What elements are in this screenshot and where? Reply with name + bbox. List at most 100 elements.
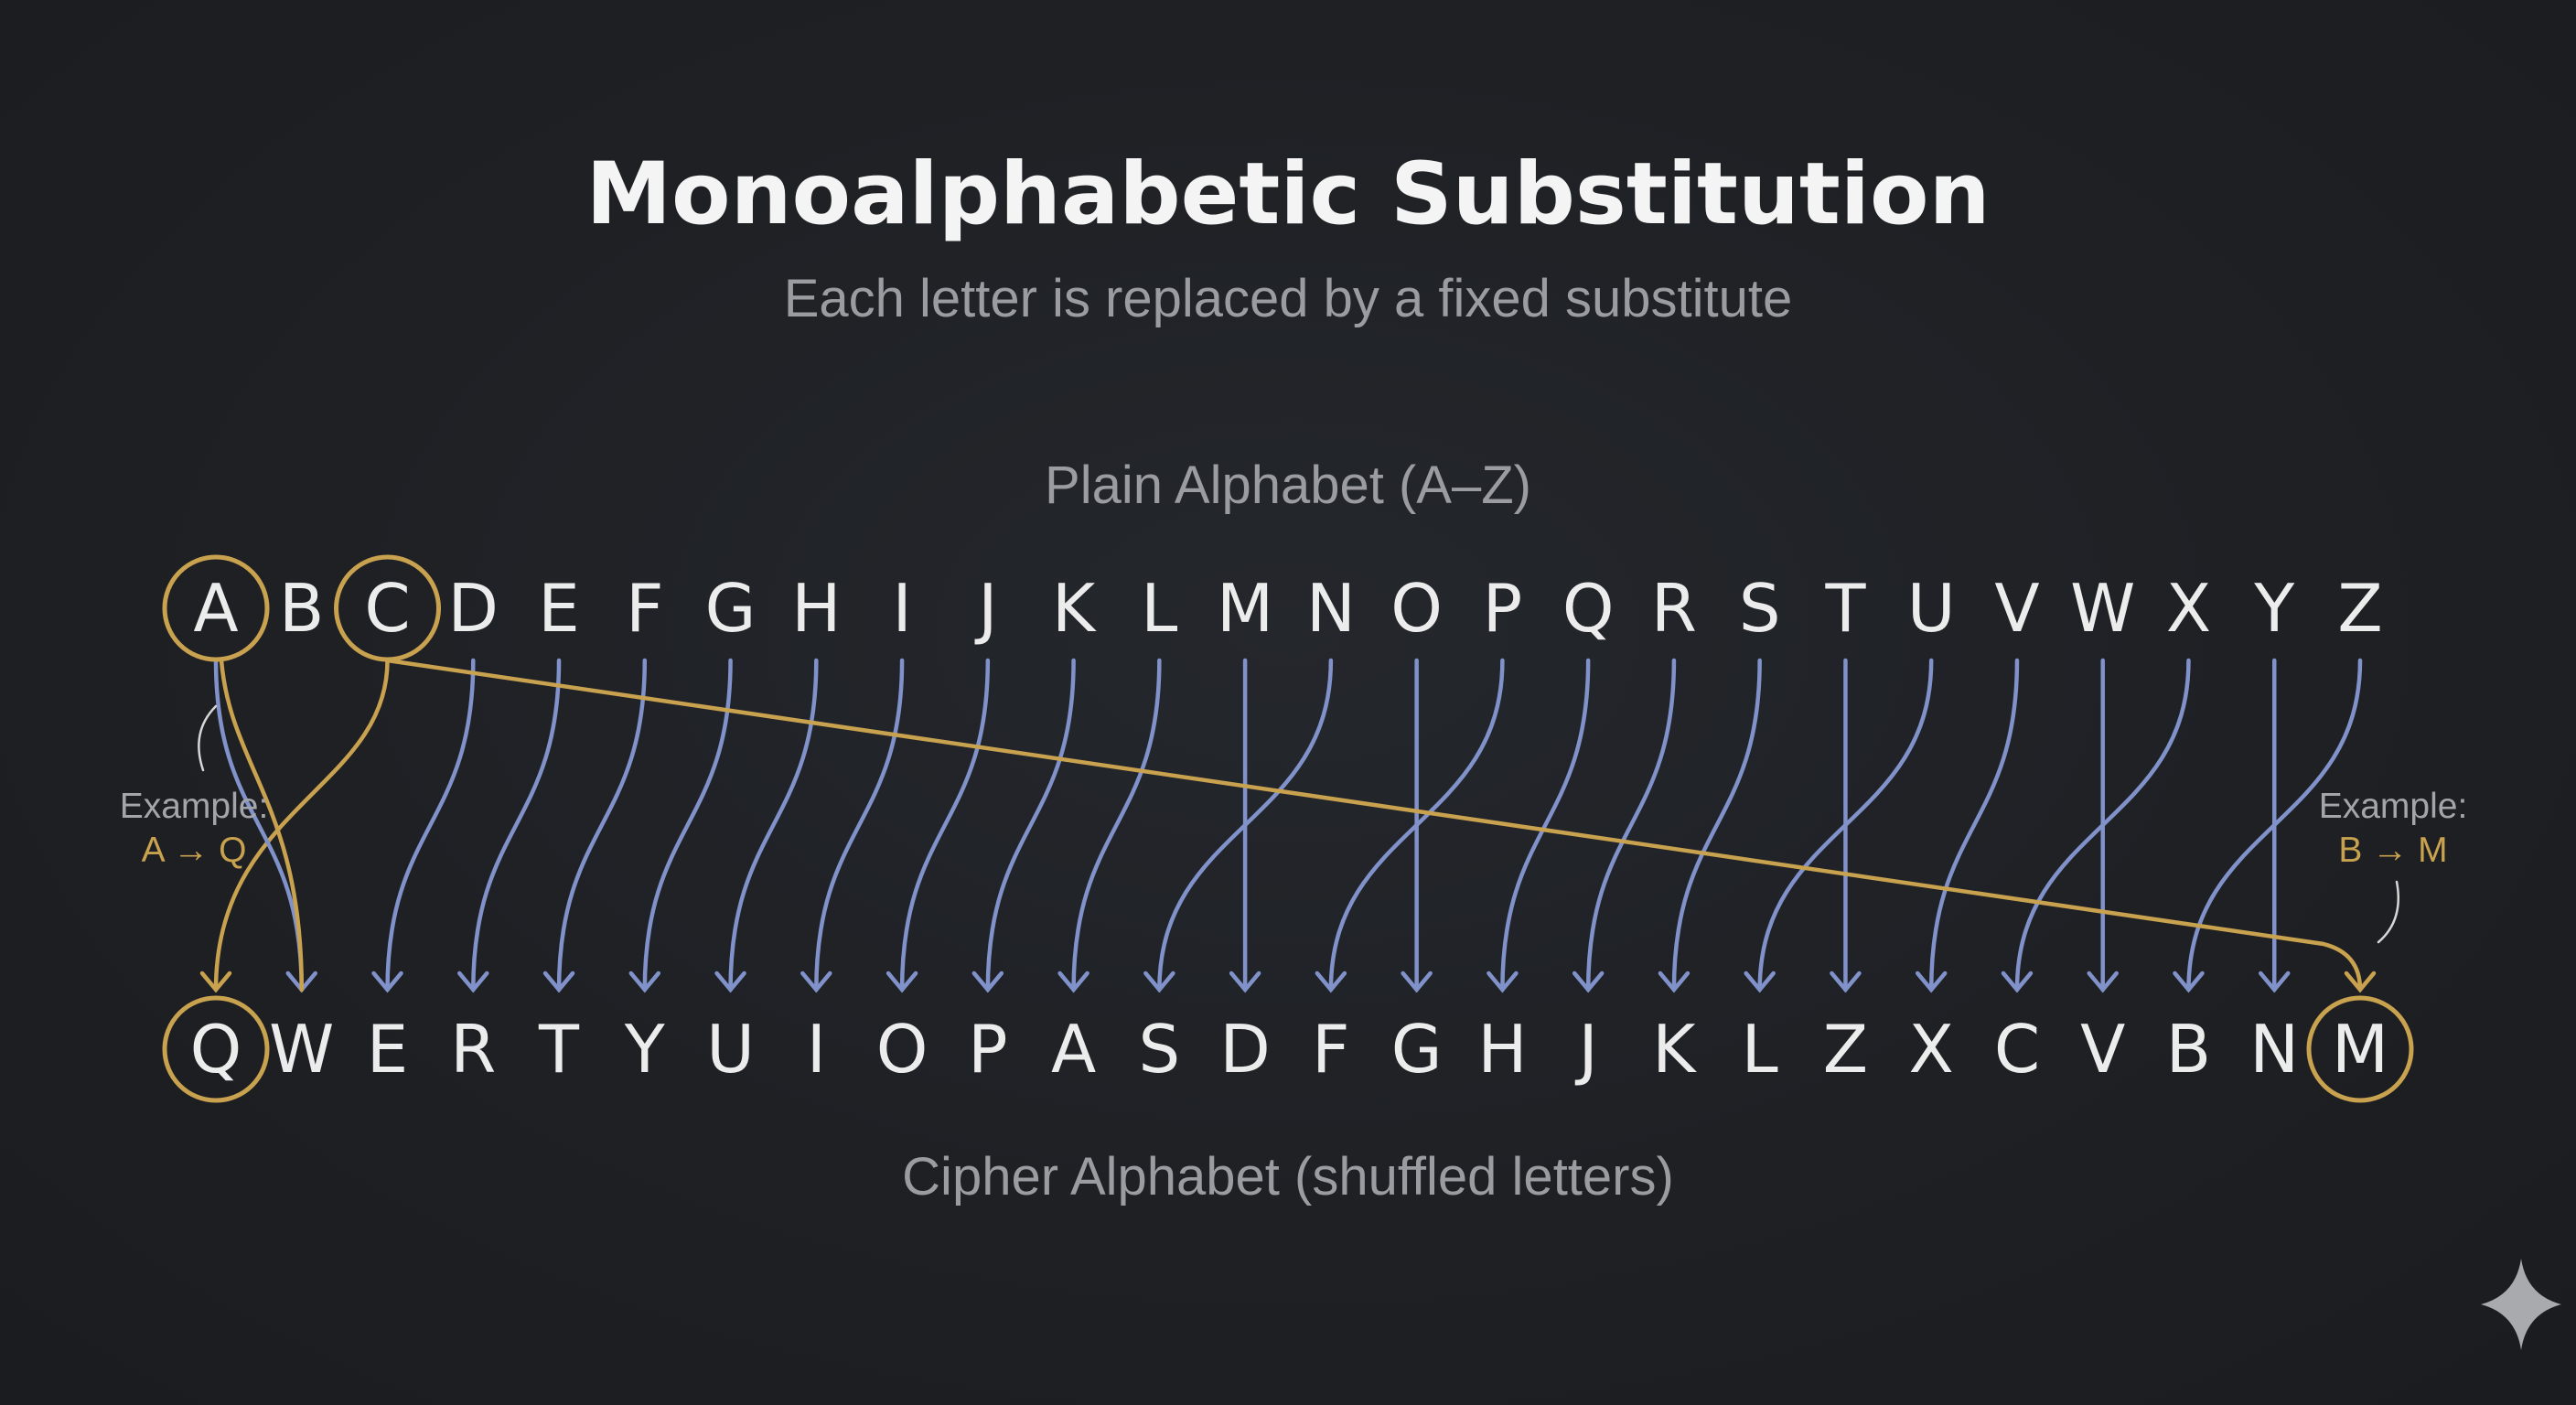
plain-letter-k: K bbox=[1052, 570, 1097, 647]
arrowhead-z bbox=[1830, 971, 1862, 993]
arrowhead-t bbox=[542, 971, 575, 993]
cipher-letter-g: G bbox=[1391, 1011, 1443, 1088]
cipher-letter-k: K bbox=[1652, 1011, 1697, 1088]
arrowhead-k bbox=[1658, 971, 1690, 993]
plain-letter-c: C bbox=[364, 570, 410, 647]
cipher-letter-w: W bbox=[269, 1011, 334, 1088]
cipher-letter-a: A bbox=[1051, 1011, 1096, 1088]
plain-letter-z: Z bbox=[2337, 570, 2382, 647]
plain-letter-b: B bbox=[279, 570, 324, 647]
plain-letter-g: G bbox=[705, 570, 757, 647]
connector-highlight-a bbox=[219, 658, 305, 992]
arrowhead-b bbox=[2173, 971, 2205, 993]
plain-letter-w: W bbox=[2070, 570, 2135, 647]
connector-to-p bbox=[985, 658, 1076, 992]
highlight-ring-plain-a bbox=[162, 554, 270, 662]
highlight-ring-cipher-q bbox=[162, 995, 270, 1103]
highlight-ring-plain-c bbox=[334, 554, 442, 662]
arrowhead-c bbox=[2001, 971, 2034, 993]
connector-to-q bbox=[213, 658, 390, 992]
arrowhead-f bbox=[1315, 971, 1347, 993]
connector-to-h bbox=[1500, 658, 1591, 992]
plain-letter-y: Y bbox=[2253, 570, 2295, 647]
arrowhead-d bbox=[1229, 971, 1261, 993]
plain-letter-h: H bbox=[791, 570, 841, 647]
arrowhead-x bbox=[1915, 971, 1948, 993]
connector-to-k bbox=[1671, 658, 1762, 992]
mapping-connectors bbox=[199, 658, 2377, 993]
cipher-letter-v: V bbox=[2080, 1011, 2125, 1088]
plain-letter-v: V bbox=[1994, 570, 2039, 647]
arrowhead-r bbox=[457, 971, 489, 993]
arrowhead-i bbox=[800, 971, 832, 993]
cipher-letter-p: P bbox=[968, 1011, 1007, 1088]
connector-to-y bbox=[642, 658, 733, 992]
arrowhead-v bbox=[2087, 971, 2119, 993]
example-callout-right: Example: B → M bbox=[2319, 787, 2467, 944]
connector-to-m bbox=[385, 658, 2363, 992]
plain-letter-j: J bbox=[974, 570, 997, 647]
connector-to-x bbox=[1928, 658, 2020, 992]
cipher-letter-z: Z bbox=[1823, 1011, 1868, 1088]
connector-to-a bbox=[1071, 658, 1162, 992]
cipher-letter-i: I bbox=[807, 1011, 826, 1088]
plain-letter-e: E bbox=[538, 570, 580, 647]
cipher-letter-n: N bbox=[2249, 1011, 2299, 1088]
plain-letter-q: Q bbox=[1562, 570, 1615, 647]
plain-letter-d: D bbox=[448, 570, 499, 647]
connector-to-t bbox=[556, 658, 648, 992]
arrowhead-e bbox=[371, 971, 403, 993]
example-left-pointer bbox=[198, 704, 218, 772]
arrowhead-y bbox=[628, 971, 661, 993]
highlight-rings bbox=[162, 554, 2414, 1103]
plain-letter-o: O bbox=[1390, 570, 1443, 647]
plain-letter-m: M bbox=[1217, 570, 1273, 647]
example-callout-left: Example: A → Q bbox=[120, 704, 269, 870]
example-right-pointer bbox=[2377, 880, 2400, 944]
connector-to-i bbox=[814, 658, 905, 992]
example-left-heading: Example: bbox=[120, 787, 269, 826]
connector-to-u bbox=[728, 658, 819, 992]
cipher-letter-b: B bbox=[2166, 1011, 2211, 1088]
arrowhead-q bbox=[199, 971, 232, 993]
arrowhead-o bbox=[886, 971, 918, 993]
arrowhead-p bbox=[971, 971, 1004, 993]
cipher-letter-q: Q bbox=[190, 1011, 242, 1088]
cipher-letter-r: R bbox=[450, 1011, 496, 1088]
plain-letter-a: A bbox=[193, 570, 238, 647]
cipher-letter-o: O bbox=[876, 1011, 928, 1088]
arrowhead-l bbox=[1744, 971, 1776, 993]
plain-letter-n: N bbox=[1306, 570, 1356, 647]
cipher-letter-h: H bbox=[1477, 1011, 1527, 1088]
plain-letter-s: S bbox=[1739, 570, 1781, 647]
plain-letter-r: R bbox=[1651, 570, 1697, 647]
cipher-letter-u: U bbox=[706, 1011, 755, 1088]
arrowhead-s bbox=[1143, 971, 1175, 993]
arrowhead-u bbox=[714, 971, 746, 993]
plain-letter-p: P bbox=[1483, 570, 1522, 647]
cipher-letter-m: M bbox=[2332, 1011, 2388, 1088]
cipher-letter-f: F bbox=[1312, 1011, 1349, 1088]
arrowhead-h bbox=[1487, 971, 1519, 993]
cipher-letter-j: J bbox=[1575, 1011, 1598, 1088]
page-title: Monoalphabetic Substitution bbox=[585, 145, 1990, 244]
cipher-letter-e: E bbox=[367, 1011, 409, 1088]
cipher-letter-s: S bbox=[1139, 1011, 1181, 1088]
cipher-letter-y: Y bbox=[624, 1011, 666, 1088]
plain-letter-l: L bbox=[1141, 570, 1177, 647]
plain-letter-u: U bbox=[1907, 570, 1956, 647]
plain-alphabet-label: Plain Alphabet (A–Z) bbox=[1045, 456, 1531, 515]
cipher-letter-t: T bbox=[538, 1011, 580, 1088]
arrowhead-m bbox=[2344, 971, 2377, 993]
cipher-letter-d: D bbox=[1219, 1011, 1270, 1088]
arrowhead-a bbox=[1057, 971, 1089, 993]
arrowhead-j bbox=[1572, 971, 1605, 993]
cipher-letter-l: L bbox=[1742, 1011, 1778, 1088]
example-right-mapping: B → M bbox=[2338, 831, 2447, 870]
arrowhead-g bbox=[1401, 971, 1433, 993]
connector-to-j bbox=[1585, 658, 1677, 992]
